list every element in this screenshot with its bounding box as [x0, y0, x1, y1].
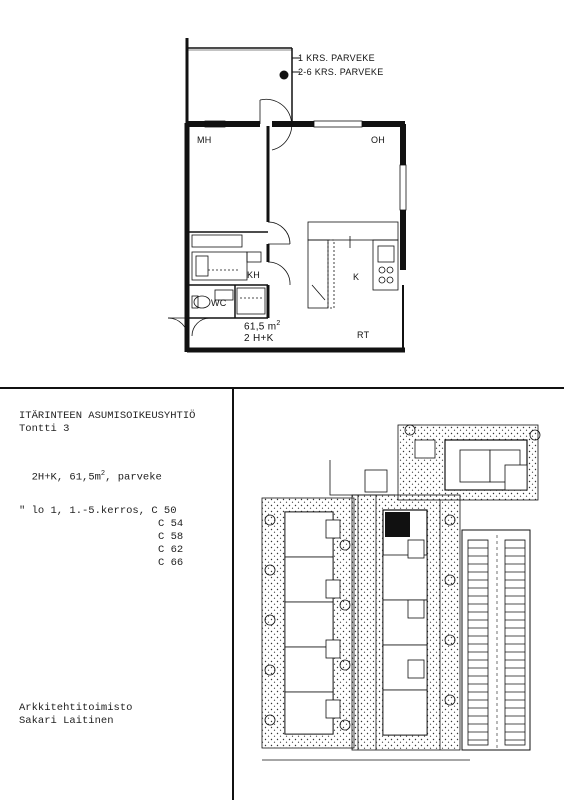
balcony-1-label: 1 KRS. PARVEKE [298, 53, 375, 63]
apartment-prefix: 2H+K, 61,5m [31, 471, 101, 484]
architect-name: Sakari Laitinen [19, 715, 114, 727]
apartment-suffix: , parveke [105, 471, 162, 484]
horizontal-divider [0, 387, 564, 389]
vertical-divider [232, 388, 234, 800]
doors [167, 98, 293, 339]
company-name: ITÄRINTEEN ASUMISOIKEUSYHTIÖ [19, 410, 196, 422]
site-highlighted-apartment [385, 512, 410, 537]
room-wc-label: WC [211, 298, 227, 308]
area-value: 61,5 m [244, 321, 277, 333]
kitchen-fixtures [307, 221, 399, 309]
apartment-sup: 2 [100, 470, 106, 478]
unit-c54: C 54 [158, 518, 184, 530]
floors-line: " lo 1, 1.-5.kerros, C 50 [19, 505, 177, 517]
outer-walls [184, 121, 406, 353]
floor-plan-drawing [167, 38, 407, 353]
architect-office: Arkkitehtitoimisto [19, 702, 133, 714]
balcony-drain-dot [279, 70, 289, 80]
room-mh-label: MH [197, 135, 212, 145]
area-sup: 2 [276, 320, 281, 327]
apartment-type-label: 2 H+K [244, 333, 274, 344]
room-kh-label: KH [247, 270, 261, 280]
balcony-2-6-label: 2-6 KRS. PARVEKE [298, 67, 384, 77]
plot-number: Tontti 3 [19, 423, 70, 435]
room-rt-label: RT [357, 330, 370, 340]
unit-c62: C 62 [158, 544, 184, 556]
area-label: 61,5 m2 [244, 320, 281, 332]
apartment-description: 2H+K, 61,5m2, parveke [19, 458, 162, 484]
bathroom-fixtures [191, 234, 266, 315]
interior-walls [189, 126, 270, 319]
unit-c58: C 58 [158, 531, 184, 543]
unit-c66: C 66 [158, 557, 184, 569]
room-oh-label: OH [371, 135, 386, 145]
balcony [185, 38, 293, 123]
windows [204, 120, 407, 211]
room-k-label: K [353, 272, 360, 282]
